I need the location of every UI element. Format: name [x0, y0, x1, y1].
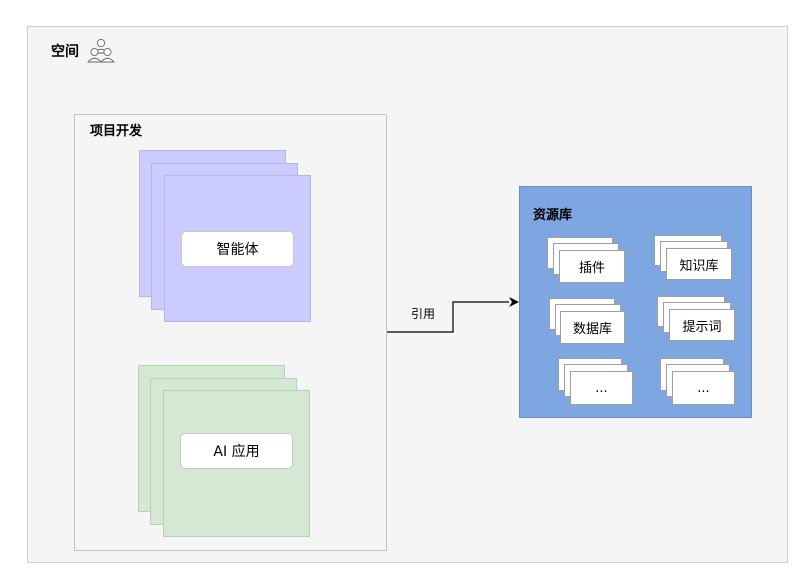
knowledge-base-card: 知识库 — [666, 248, 732, 280]
reference-connector — [387, 297, 519, 333]
agent-label: 智能体 — [181, 231, 294, 267]
space-title: 空间 — [51, 44, 79, 60]
database-card: 数据库 — [560, 311, 625, 344]
reference-label: 引用 — [411, 307, 436, 321]
users-icon — [87, 38, 115, 63]
library-title: 资源库 — [533, 208, 573, 223]
prompt-card: 提示词 — [669, 309, 735, 341]
project-title: 项目开发 — [90, 124, 143, 139]
more-card-1: ... — [570, 371, 633, 405]
app-label: AI 应用 — [180, 433, 293, 469]
plugin-card: 插件 — [559, 250, 625, 283]
more-card-2: ... — [672, 371, 735, 405]
